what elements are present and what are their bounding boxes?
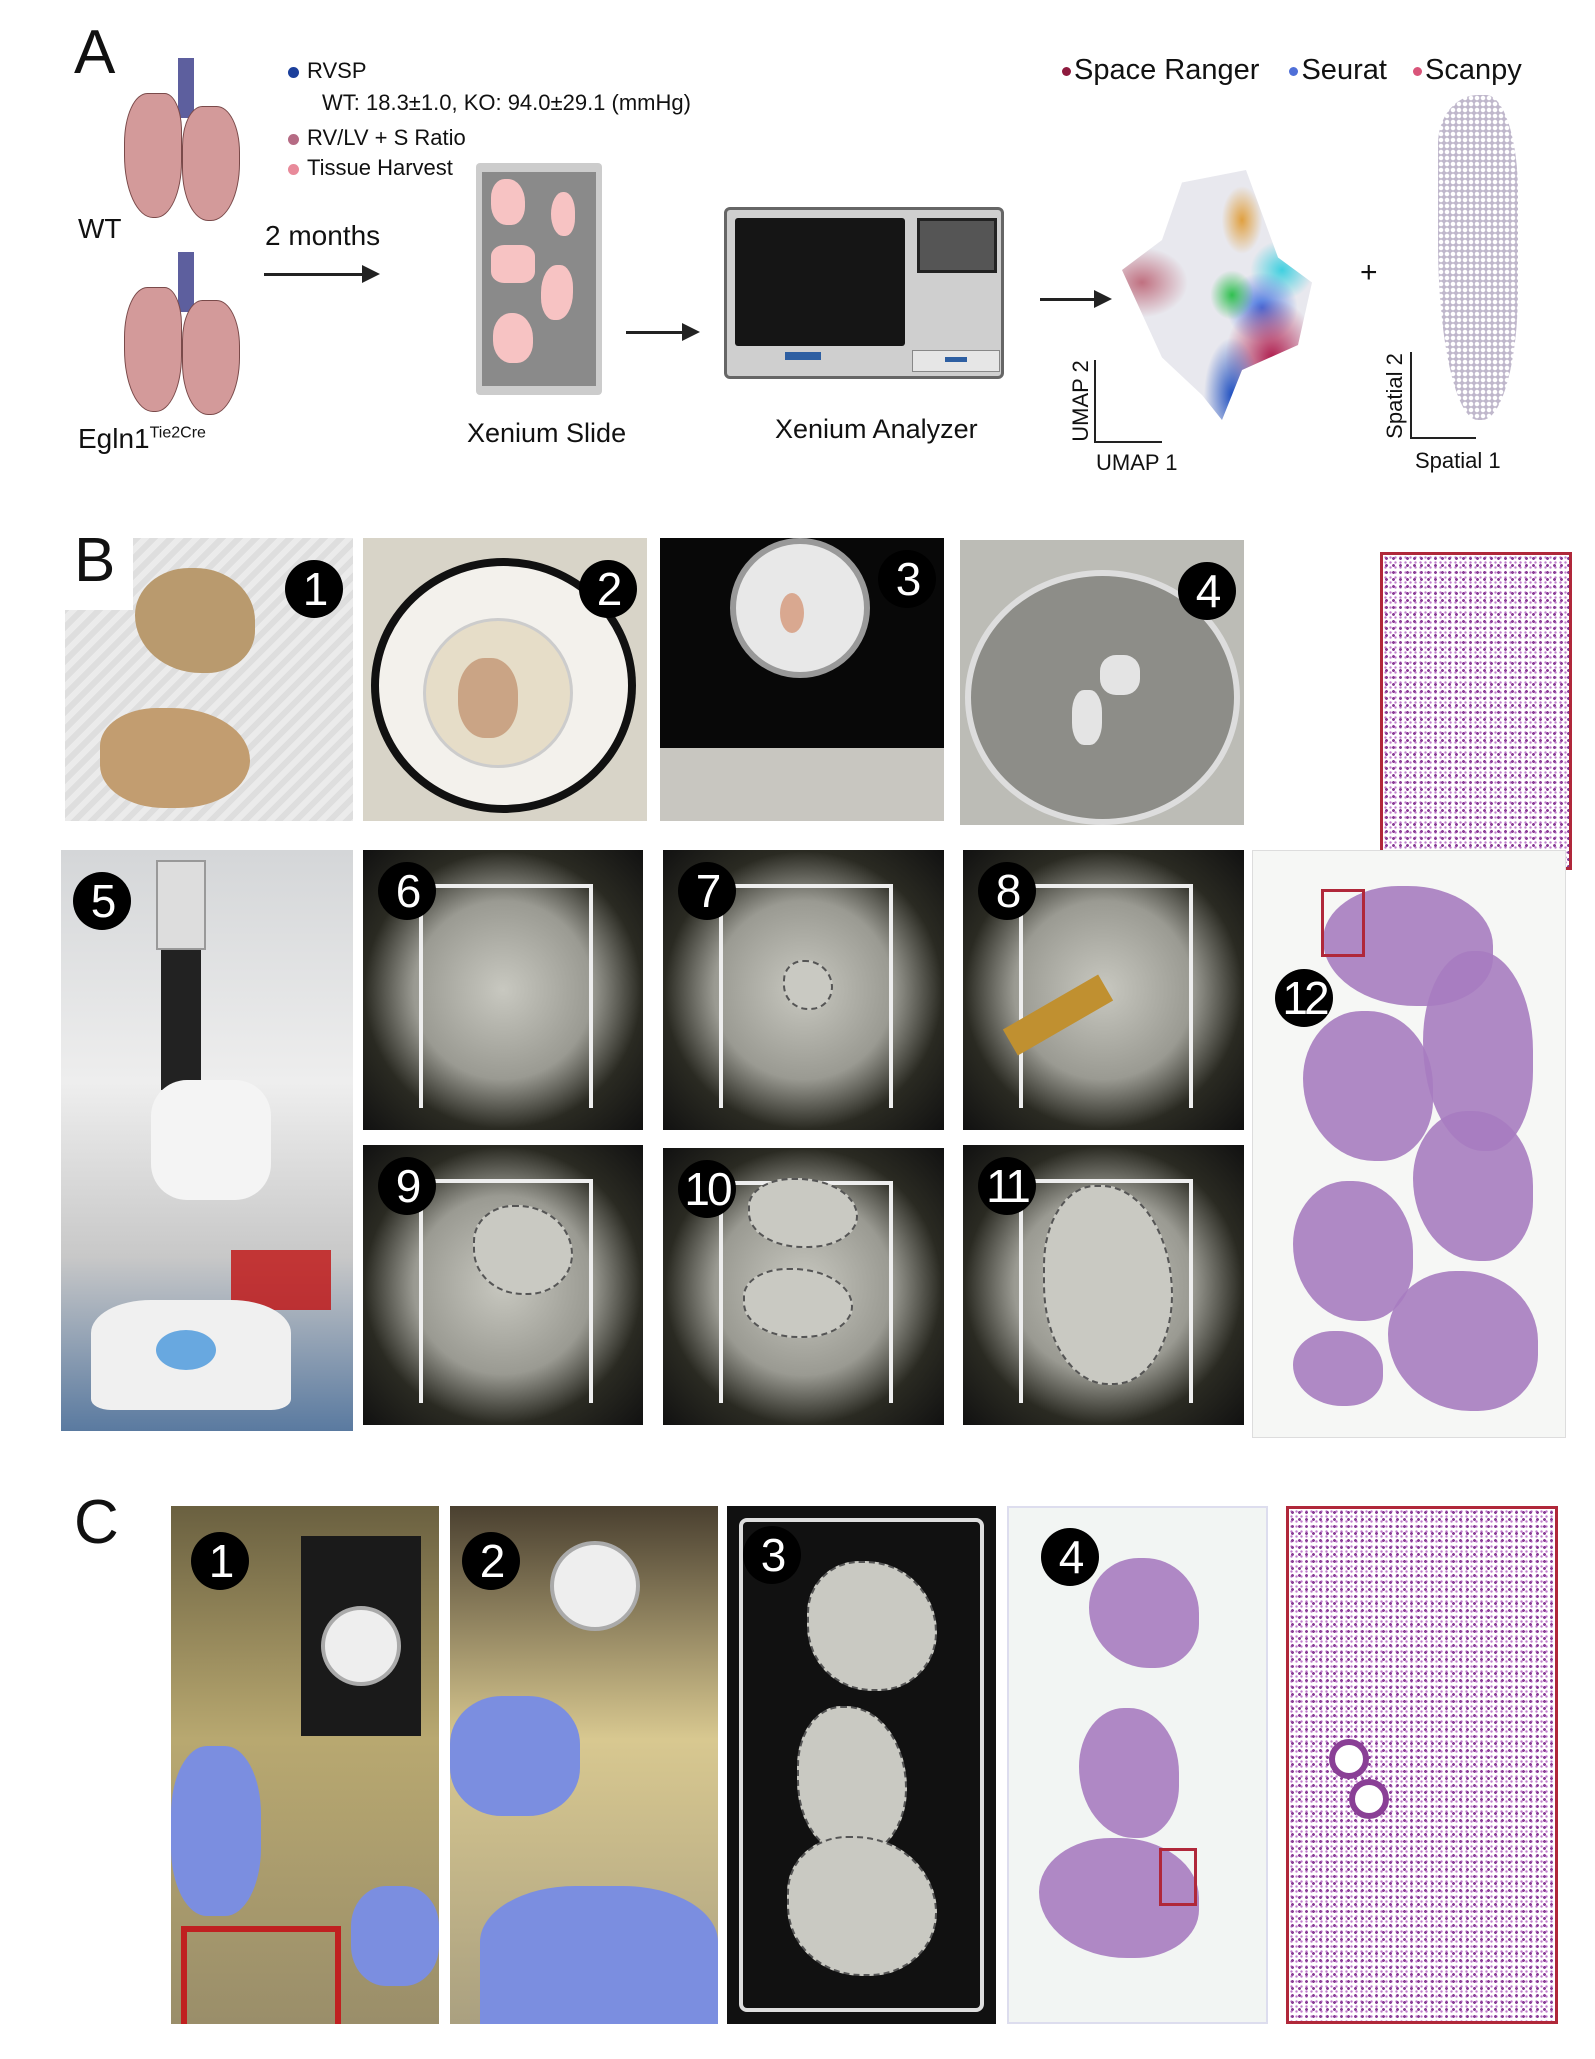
he-zoom-inset bbox=[1380, 552, 1572, 870]
rvsp-dot-icon bbox=[288, 66, 299, 78]
wt-lung-illustration bbox=[124, 58, 244, 228]
step-3-photo: 3 bbox=[660, 538, 944, 821]
step-badge: 3 bbox=[878, 550, 936, 608]
xenium-slide-label: Xenium Slide bbox=[467, 418, 627, 448]
step-1-photo: 1 bbox=[65, 538, 353, 821]
umap-plot bbox=[1112, 140, 1342, 435]
step-12-he-slide: 12 bbox=[1252, 850, 1566, 1438]
step-badge: 1 bbox=[191, 1532, 249, 1590]
ko-label: Egln1Tie2Cre bbox=[78, 425, 206, 453]
harvest-dot-icon bbox=[288, 163, 299, 175]
ko-superscript: Tie2Cre bbox=[149, 424, 206, 442]
rvsp-values: WT: 18.3±1.0, KO: 94.0±29.1 (mmHg) bbox=[322, 90, 691, 115]
step-5-microscope-photo: 5 bbox=[61, 850, 353, 1431]
step-badge: 10 bbox=[678, 1160, 736, 1218]
step-10-photo: 10 bbox=[663, 1148, 944, 1425]
step-11-photo: 11 bbox=[963, 1145, 1244, 1425]
step-badge: 3 bbox=[743, 1526, 801, 1584]
legend-rvlv: RV/LV + S Ratio bbox=[288, 127, 466, 149]
step-badge: 2 bbox=[462, 1532, 520, 1590]
step-badge: 4 bbox=[1041, 1528, 1099, 1586]
step-badge: 2 bbox=[579, 560, 637, 618]
arrow-icon bbox=[264, 265, 380, 283]
dot-icon bbox=[1412, 66, 1422, 76]
legend-label: Scanpy bbox=[1424, 54, 1522, 86]
spatial-plot bbox=[1438, 95, 1518, 420]
legend-label: RVSP bbox=[307, 58, 367, 83]
legend-label: Seurat bbox=[1301, 54, 1387, 86]
legend-tissue-harvest: Tissue Harvest bbox=[288, 157, 453, 179]
he-detail-inset bbox=[1286, 1506, 1558, 2024]
step-7-photo: 7 bbox=[663, 850, 944, 1130]
duration-label: 2 months bbox=[265, 220, 381, 251]
step-badge: 11 bbox=[978, 1157, 1036, 1215]
xenium-slide-illustration bbox=[476, 163, 602, 395]
step-badge: 7 bbox=[678, 862, 736, 920]
legend-label: Tissue Harvest bbox=[307, 155, 453, 180]
panel-a-label: A bbox=[74, 18, 116, 87]
step-8-photo: 8 bbox=[963, 850, 1244, 1130]
umap-x-axis bbox=[1094, 441, 1162, 443]
panel-b-label: B bbox=[74, 526, 116, 595]
step-badge: 1 bbox=[285, 560, 343, 618]
xenium-analyzer-illustration bbox=[724, 207, 1004, 379]
step-badge: 8 bbox=[978, 862, 1036, 920]
dot-icon bbox=[1062, 66, 1071, 76]
spatial-x-axis bbox=[1410, 437, 1476, 439]
legend-space-ranger: Space Ranger bbox=[1062, 54, 1259, 86]
umap-y-label: UMAP 2 bbox=[1067, 360, 1093, 442]
spatial-x-label: Spatial 1 bbox=[1415, 448, 1501, 473]
step-badge: 12 bbox=[1275, 969, 1333, 1027]
step-6-photo: 6 bbox=[363, 850, 643, 1130]
rvlv-dot-icon bbox=[288, 133, 299, 145]
step-2-photo: 2 bbox=[363, 538, 647, 821]
step-badge: 4 bbox=[1178, 562, 1236, 620]
step-c3-photo: 3 bbox=[727, 1506, 996, 2024]
spatial-y-axis bbox=[1410, 352, 1412, 438]
step-badge: 5 bbox=[73, 872, 131, 930]
spatial-y-label: Spatial 2 bbox=[1381, 353, 1407, 439]
ko-lung-illustration bbox=[124, 252, 244, 422]
wt-label: WT bbox=[78, 213, 122, 244]
legend-label: Space Ranger bbox=[1074, 54, 1260, 86]
legend-rvsp: RVSP bbox=[288, 60, 367, 82]
umap-x-label: UMAP 1 bbox=[1096, 450, 1178, 475]
umap-y-axis bbox=[1094, 360, 1096, 442]
step-c2-photo: 2 bbox=[450, 1506, 718, 2024]
dot-icon bbox=[1289, 66, 1299, 76]
legend-seurat: Seurat bbox=[1289, 54, 1387, 86]
step-9-photo: 9 bbox=[363, 1145, 643, 1425]
panel-c-label: C bbox=[74, 1488, 119, 1557]
step-badge: 6 bbox=[378, 862, 436, 920]
ko-genotype: Egln1 bbox=[78, 423, 150, 454]
plus-sign: + bbox=[1360, 256, 1378, 289]
step-badge: 9 bbox=[378, 1157, 436, 1215]
xenium-analyzer-label: Xenium Analyzer bbox=[775, 414, 978, 444]
arrow-icon bbox=[1040, 290, 1112, 308]
arrow-icon bbox=[626, 323, 700, 341]
step-c1-photo: 1 bbox=[171, 1506, 439, 2024]
step-4-photo: 4 bbox=[960, 540, 1244, 825]
tools-legend: Space Ranger Seurat Scanpy bbox=[1062, 56, 1522, 85]
step-c4-he-slide: 4 bbox=[1007, 1506, 1268, 2024]
legend-label: RV/LV + S Ratio bbox=[307, 125, 466, 150]
legend-scanpy: Scanpy bbox=[1412, 54, 1522, 86]
